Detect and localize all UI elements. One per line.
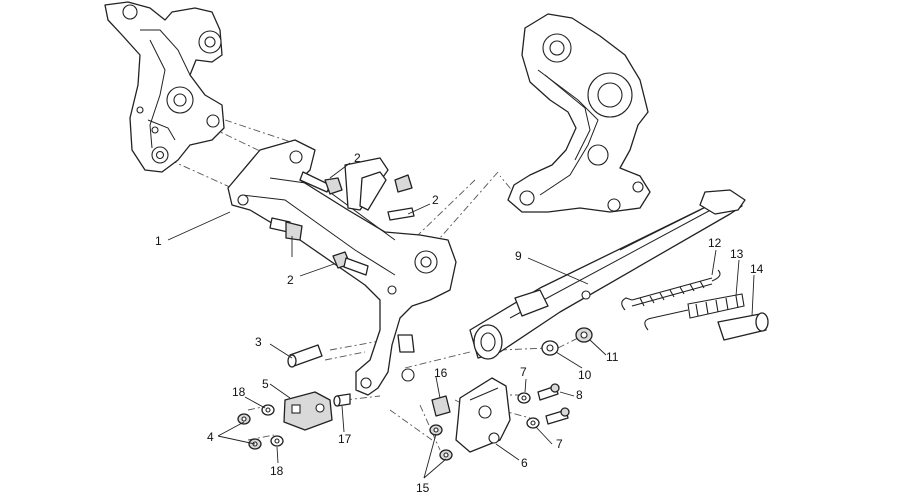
callout-9: 9 [515, 249, 522, 263]
callout-11: 11 [606, 350, 619, 364]
callout-4: 4 [207, 430, 214, 444]
callout-5: 5 [262, 377, 269, 391]
nut-15-upper [429, 424, 443, 436]
right-frame-bracket [507, 13, 651, 213]
callout-1: 1 [155, 234, 162, 248]
spring-12 [621, 269, 721, 311]
switch-5 [283, 391, 333, 431]
bolt-2-upper-right [387, 174, 415, 221]
callout-18-lower: 18 [270, 464, 284, 478]
nut-4-upper [237, 413, 251, 425]
bolt-8-upper [537, 383, 560, 401]
callout-2-right: 2 [432, 193, 439, 207]
callout-17: 17 [338, 432, 352, 446]
washer-7-lower [526, 417, 540, 429]
callout-2-upper: 2 [354, 151, 361, 165]
sleeve-14 [717, 312, 769, 341]
left-frame-bracket [104, 1, 225, 173]
callout-7-upper: 7 [520, 365, 527, 379]
callout-13: 13 [730, 247, 744, 261]
callout-10: 10 [578, 368, 592, 382]
washer-10 [541, 340, 559, 356]
bolt-2-upper-left [299, 171, 343, 195]
callout-18-upper: 18 [232, 385, 246, 399]
callout-6: 6 [521, 456, 528, 470]
callout-14: 14 [750, 262, 764, 276]
washer-18-lower [270, 435, 284, 447]
screw-17 [333, 393, 351, 407]
washer-18-upper [261, 404, 275, 416]
bolt-2-lower-left [269, 217, 303, 241]
callout-8: 8 [576, 388, 583, 402]
spring-13 [644, 293, 745, 331]
leader-lines [167, 162, 755, 479]
side-stand-9 [469, 189, 746, 360]
callout-15: 15 [416, 481, 430, 493]
callout-labels: 1 2 2 2 3 4 5 6 7 7 8 9 10 11 12 13 14 1… [155, 151, 764, 493]
callout-16: 16 [434, 366, 448, 380]
callout-7-lower: 7 [556, 437, 563, 451]
nut-11 [575, 327, 593, 343]
bolt-8-lower [545, 407, 570, 425]
callout-3: 3 [255, 335, 262, 349]
plate-6 [455, 377, 511, 453]
nut-15-lower [439, 449, 453, 461]
pin-3 [287, 344, 323, 368]
bolt-2-lower [332, 251, 369, 276]
washer-7-upper [517, 392, 531, 404]
callout-12: 12 [708, 236, 722, 250]
main-bracket [227, 139, 457, 396]
callout-2-lower: 2 [287, 273, 294, 287]
clip-16 [431, 395, 451, 417]
